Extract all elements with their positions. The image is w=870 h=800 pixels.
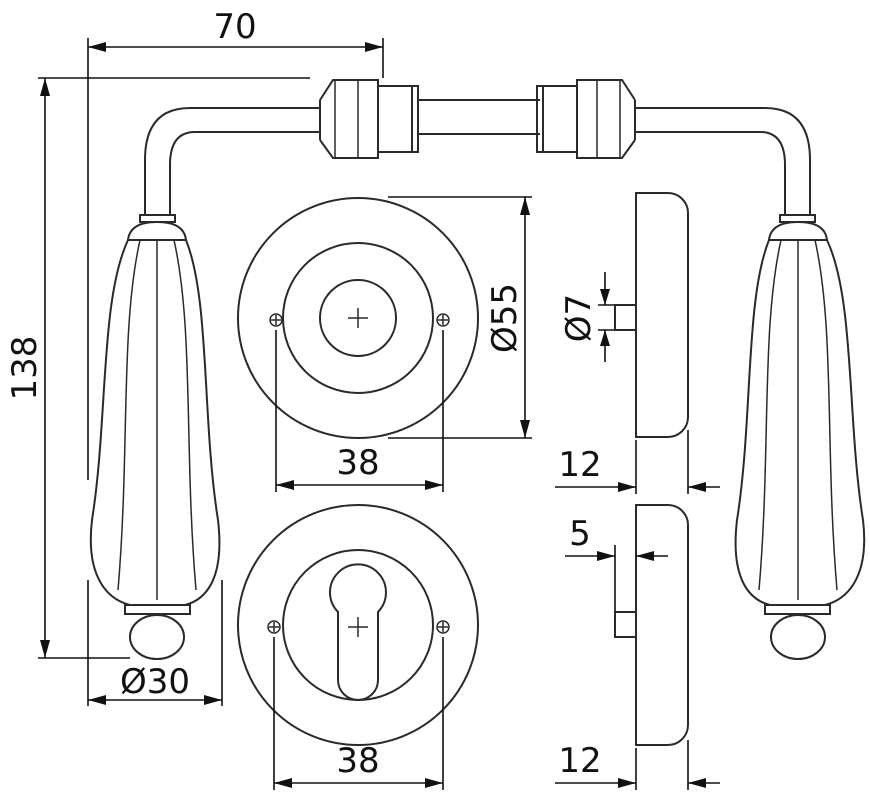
dimension-138: 138 — [5, 77, 310, 659]
spindle-bar — [418, 99, 540, 135]
svg-text:Ø7: Ø7 — [559, 294, 599, 342]
svg-text:Ø55: Ø55 — [485, 283, 525, 353]
dimension-rosette-diameter: Ø55 — [388, 196, 532, 439]
dimension-offset: 5 — [565, 514, 668, 612]
side-view-top — [614, 192, 689, 438]
svg-text:38: 38 — [336, 443, 379, 483]
right-lever — [536, 79, 866, 660]
svg-text:12: 12 — [558, 741, 601, 781]
dimension-screw-spacing-top: 38 — [275, 330, 444, 492]
left-lever — [89, 79, 419, 660]
svg-text:Ø30: Ø30 — [120, 662, 190, 702]
svg-text:12: 12 — [558, 445, 601, 485]
svg-text:38: 38 — [336, 741, 379, 781]
dimension-thickness-bottom: 12 — [555, 740, 720, 790]
dimension-screw-spacing-bottom: 38 — [273, 637, 444, 790]
bottom-rosette — [237, 504, 479, 746]
dimension-70: 70 — [87, 7, 384, 480]
screw-icon — [436, 313, 450, 327]
dimension-thickness-top: 12 — [555, 430, 720, 494]
top-rosette — [237, 197, 479, 439]
screw-icon — [267, 620, 281, 634]
side-view-bottom — [614, 504, 689, 746]
svg-text:70: 70 — [213, 7, 256, 47]
screw-icon — [436, 620, 450, 634]
svg-text:5: 5 — [569, 514, 591, 554]
dimension-grip-diameter: Ø30 — [87, 580, 223, 706]
screw-icon — [269, 313, 283, 327]
dimension-spindle: Ø7 — [559, 272, 614, 362]
svg-text:138: 138 — [5, 336, 45, 401]
